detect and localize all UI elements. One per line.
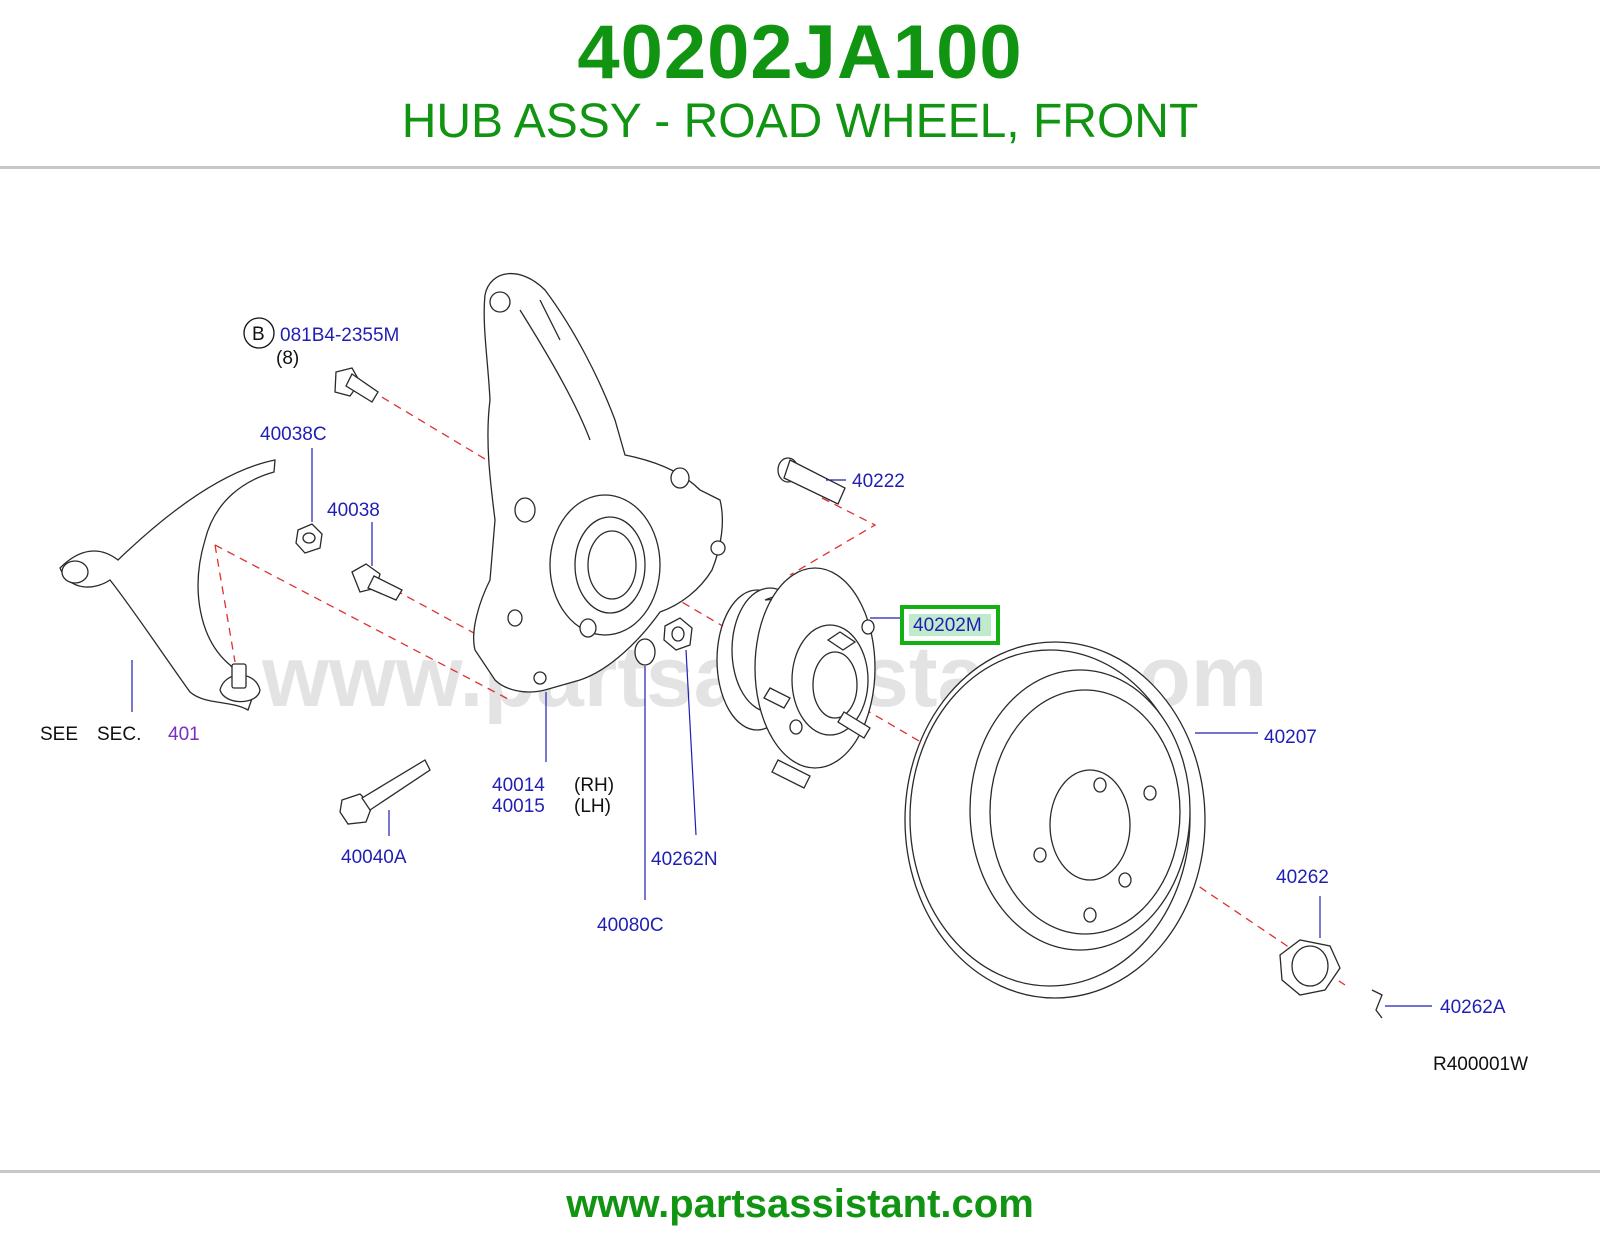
diagram-code: R400001W (1433, 1054, 1528, 1075)
nut-40262n (663, 617, 693, 651)
header-divider (0, 166, 1600, 169)
bolt-40040a (339, 759, 431, 825)
label-40222[interactable]: 40222 (852, 471, 905, 492)
label-081b4-2355m[interactable]: 081B4-2355M (280, 325, 399, 346)
bolt-081b4 (334, 367, 379, 403)
label-40080c[interactable]: 40080C (597, 915, 664, 936)
steering-knuckle (473, 273, 726, 693)
part-description: HUB ASSY - ROAD WHEEL, FRONT (401, 95, 1199, 148)
nut-40038c (295, 523, 323, 554)
header: 40202JA100 HUB ASSY - ROAD WHEEL, FRONT (0, 0, 1600, 168)
brake-rotor (904, 641, 1206, 999)
label-bolt-qty: (8) (276, 348, 299, 369)
label-40262n[interactable]: 40262N (651, 849, 718, 870)
label-sec: SEC. (97, 724, 141, 745)
label-rh: (RH) (574, 775, 614, 796)
leader-lines (131, 448, 1432, 1007)
lower-control-arm (59, 459, 276, 711)
label-section-401[interactable]: 401 (168, 724, 200, 745)
footer-url[interactable]: www.partsassistant.com (566, 1182, 1034, 1226)
label-40038c[interactable]: 40038C (260, 424, 327, 445)
label-see: SEE (40, 724, 78, 745)
selected-part-highlight (900, 605, 1000, 645)
nut-40262 (1279, 939, 1341, 996)
label-lh: (LH) (574, 796, 611, 817)
label-40038[interactable]: 40038 (327, 500, 380, 521)
label-40040a[interactable]: 40040A (341, 847, 407, 868)
wheel-stud-40222 (777, 457, 846, 505)
cotter-pin-40262a (1371, 989, 1383, 1019)
label-40262[interactable]: 40262 (1276, 867, 1329, 888)
footer-divider (0, 1170, 1600, 1173)
label-40015[interactable]: 40015 (492, 796, 545, 817)
label-40262a[interactable]: 40262A (1440, 997, 1506, 1018)
part-number-title: 40202JA100 (577, 10, 1023, 95)
bolt-callout-letter: B (252, 324, 265, 345)
hub-assembly (716, 567, 876, 789)
bolt-callout-circle (243, 317, 275, 349)
label-40202m[interactable]: 40202M (913, 615, 982, 636)
ring-40080c (634, 638, 656, 666)
selected-part-fill (909, 614, 991, 636)
label-40207[interactable]: 40207 (1264, 727, 1317, 748)
bolt-40038 (351, 563, 403, 601)
label-40014[interactable]: 40014 (492, 775, 545, 796)
